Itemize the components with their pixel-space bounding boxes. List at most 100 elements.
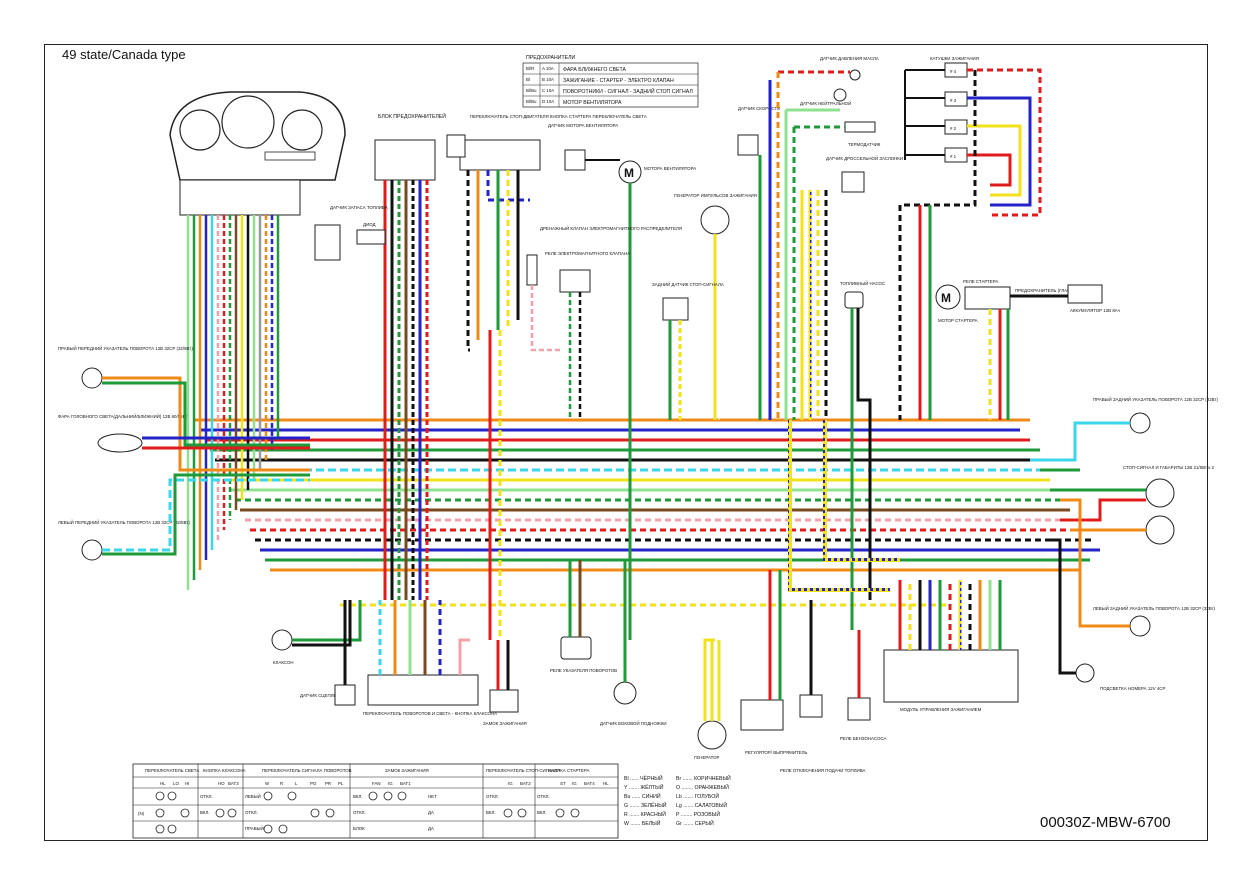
legend-item: R ....... КРАСНЫЙ xyxy=(624,810,666,818)
drain-valve: ДРЕНАЖНЫЙ КЛАПАН ЭЛЕКТРОМАГНИТНОГО РАСПР… xyxy=(526,226,682,293)
fuse-table: ПРЕДОХРАНИТЕЛИ Bl/R A 10A ФАРА БЛИЖНЕГО … xyxy=(522,55,699,108)
fuel-cut-relay: РЕЛЕ ОТКЛЮЧЕНИЯ ПОДАЧИ ТОПЛИВА xyxy=(780,694,865,773)
coil-2: # 2 xyxy=(950,126,957,131)
fuse-rating: A 10A xyxy=(542,66,554,71)
ignition-switch: ЗАМОК ЗАЖИГАНИЯ xyxy=(483,689,527,726)
throttle-sensor-label: ДАТЧИК ДРОССЕЛЬНОЙ ЗАСЛОНКИ xyxy=(826,156,903,161)
engine-stop-label: ПЕРЕКЛЮЧАТЕЛЬ СТОП-ДВИГАТЕЛЯ КНОПКА СТАР… xyxy=(470,114,647,119)
ign-extra: ДА xyxy=(428,810,434,815)
ign-col: FAN xyxy=(372,781,381,786)
starter-col: BAT4 xyxy=(584,781,595,786)
ign-col: BAT1 xyxy=(400,781,411,786)
fuse-desc: ЗАЖИГАНИЕ - СТАРТЕР - ЭЛЕКТРО КЛАПАН xyxy=(563,78,674,84)
clutch-sensor: ДАТЧИК СЦЕПЛЕНИЯ xyxy=(300,684,356,706)
horn-col: HO xyxy=(218,781,225,786)
light-switch-title: ПЕРЕКЛЮЧАТЕЛЬ СВЕТА xyxy=(145,768,199,773)
ignition-table-title: ЗАМОК ЗАЖИГАНИЯ xyxy=(385,768,429,773)
fan-motor: ДАТЧИК МОТОРА ВЕНТИЛЯТОРА M МОТОРА ВЕНТИ… xyxy=(548,123,696,640)
starter-switch-title: КНОПКА СТАРТЕРА xyxy=(548,768,589,773)
drain-valve-label: ДРЕНАЖНЫЙ КЛАПАН ЭЛЕКТРОМАГНИТНОГО РАСПР… xyxy=(540,226,682,231)
regulator-label: РЕГУЛЯТОР/ ВЫПРЯМИТЕЛЬ xyxy=(745,750,807,755)
ignition-coils: КАТУШКИ ЗАЖИГАНИЯ # 4 # 3 # 2 # 1 xyxy=(904,56,979,163)
engine-stop-switch: ПЕРЕКЛЮЧАТЕЛЬ СТОП-ДВИГАТЕЛЯ КНОПКА СТАР… xyxy=(446,114,647,171)
side-stand-sensor: ДАТЧИК БОКОВОЙ ПОДНОЖКИ xyxy=(600,681,667,726)
generator: ГЕНЕРАТОР xyxy=(694,720,727,760)
front-light-wires xyxy=(102,376,310,556)
diode: ДИОД xyxy=(356,222,386,245)
legend-item: Gr ....... СЕРЫЙ xyxy=(676,819,714,827)
turn-col: W xyxy=(265,781,270,786)
fuse-wire: Bl xyxy=(526,77,530,82)
starter-relay-label: РЕЛЕ СТАРТЕРА xyxy=(963,279,998,284)
legend-item: O ........ ОРАНЖЕВЫЙ xyxy=(676,783,729,791)
turn-col: R xyxy=(280,781,283,786)
fuse-wire: Bl/R xyxy=(526,66,534,71)
rear-right-turn: ПРАВЫЙ ЗАДНИЙ УКАЗАТЕЛЬ ПОВОРОТА 12В 32С… xyxy=(1093,397,1218,434)
starter-col: IG xyxy=(572,781,577,786)
light-row: (N) xyxy=(138,811,145,816)
fuse-rating: B 10A xyxy=(542,77,554,82)
fuse-box: БЛОК ПРЕДОХРАНИТЕЛЕЙ xyxy=(374,112,446,181)
pulse-gen-label: ГЕНЕРАТОР ИМПУЛЬСОВ ЗАЖИГАНИЯ xyxy=(674,193,757,198)
brake-row: ОТКЛ. xyxy=(486,794,499,799)
coil-1: # 1 xyxy=(950,154,957,159)
fuse-wire: Bl/Bu xyxy=(526,88,537,93)
starter-col: ST xyxy=(560,781,566,786)
horn-row: ВКЛ. xyxy=(200,810,210,815)
ign-row: БЛОК xyxy=(353,826,365,831)
thermo-sensor-label: ТЕРМОДАТЧИК xyxy=(848,142,881,147)
brake-col: BAT2 xyxy=(520,781,531,786)
turn-col: PL xyxy=(338,781,344,786)
thermo-sensor: ТЕРМОДАТЧИК xyxy=(844,121,881,147)
legend-item: Bl ...... ЧЁРНЫЙ xyxy=(624,774,663,782)
ignition-module: МОДУЛЬ УПРАВЛЕНИЯ ЗАЖИГАНИЕМ xyxy=(883,649,1019,712)
fuel-pump: ТОПЛИВНЫЙ НАСОС xyxy=(840,281,885,630)
fuse-desc: ФАРА БЛИЖНЕГО СВЕТА xyxy=(563,67,626,73)
rear-brake-label: ЗАДНИЙ ДАТЧИК СТОП-СИГНАЛА xyxy=(652,282,724,287)
side-stand-label: ДАТЧИК БОКОВОЙ ПОДНОЖКИ xyxy=(600,721,667,726)
coil-3: # 3 xyxy=(950,98,957,103)
valve-relay-label: РЕЛЕ ЭЛЕКТРОМАГНИТНОГО КЛАПАНА xyxy=(545,251,630,256)
switch-wires xyxy=(466,170,530,640)
starter-wires xyxy=(988,294,1068,420)
neutral-sensor: ДАТЧИК НЕЙТРАЛЬНОЙ xyxy=(800,88,851,106)
diode-label: ДИОД xyxy=(363,222,375,227)
plate-light: ПОДСВЕТКА НОМЕРА 12V 4CP xyxy=(1075,663,1165,691)
turn-switch-label: ПЕРЕКЛЮЧАТЕЛЬ ПОВОРОТОВ И СВЕТА - КНОПКА… xyxy=(363,711,497,716)
rear-left-turn: ЛЕВЫЙ ЗАДНИЙ УКАЗАТЕЛЬ ПОВОРОТА 12В 32СР… xyxy=(1093,606,1216,637)
diagram-frame xyxy=(44,44,1208,841)
starter-motor-label: МОТОР СТАРТЕРА xyxy=(938,318,978,323)
fuse-table-title: ПРЕДОХРАНИТЕЛИ xyxy=(526,55,576,61)
cluster-harness xyxy=(186,215,280,590)
pulse-generator: ГЕНЕРАТОР ИМПУЛЬСОВ ЗАЖИГАНИЯ xyxy=(674,193,757,420)
horn-row: ОТКЛ. xyxy=(200,794,213,799)
speed-sensor: ДАТЧИК СКОРОСТИ xyxy=(737,106,780,156)
fuel-pump-label: ТОПЛИВНЫЙ НАСОС xyxy=(840,281,885,286)
lower-wires xyxy=(292,560,1002,721)
fan-sensor-label: ДАТЧИК МОТОРА ВЕНТИЛЯТОРА xyxy=(548,123,618,128)
legend-item: P ........ РОЗОВЫЙ xyxy=(676,810,720,818)
starter-motor: M МОТОР СТАРТЕРА xyxy=(935,284,978,323)
ign-row: ВКЛ. xyxy=(353,794,363,799)
starter-row: ОТКЛ. xyxy=(537,794,550,799)
light-col: HI xyxy=(185,781,189,786)
switch-tables: ПЕРЕКЛЮЧАТЕЛЬ СВЕТА КНОПКА КЛАКСОНА ПЕРЕ… xyxy=(132,763,619,839)
svg-text:M: M xyxy=(624,166,634,180)
type-label: 49 state/Canada type xyxy=(62,47,186,62)
coil-4: # 4 xyxy=(950,69,957,74)
legend-item: Y ....... ЖЁЛТЫЙ xyxy=(624,783,664,791)
fuse-wire: Bl/Bu xyxy=(526,99,537,104)
valve-wires xyxy=(530,285,582,420)
icm-label: МОДУЛЬ УПРАВЛЕНИЯ ЗАЖИГАНИЕМ xyxy=(900,707,982,712)
legend-item: Lb ....... ГОЛУБОЙ xyxy=(676,792,719,800)
clutch-sensor-label: ДАТЧИК СЦЕПЛЕНИЯ xyxy=(300,693,346,698)
ignition-coils-label: КАТУШКИ ЗАЖИГАНИЯ xyxy=(930,56,979,61)
ign-extra: НЕТ xyxy=(428,794,437,799)
light-col: LO xyxy=(173,781,179,786)
headlight: ФАРА ГОЛОВНОГО СВЕТА(ДАЛЬНИЙ/БЛИЖНИЙ) 12… xyxy=(58,414,187,453)
oil-sensor-label: ДАТЧИК ДАВЛЕНИЯ МАСЛА xyxy=(820,56,879,61)
fan-motor-label: МОТОРА ВЕНТИЛЯТОРА xyxy=(644,166,696,171)
fuse-box-label: БЛОК ПРЕДОХРАНИТЕЛЕЙ xyxy=(378,112,446,120)
main-harness xyxy=(195,418,1100,607)
